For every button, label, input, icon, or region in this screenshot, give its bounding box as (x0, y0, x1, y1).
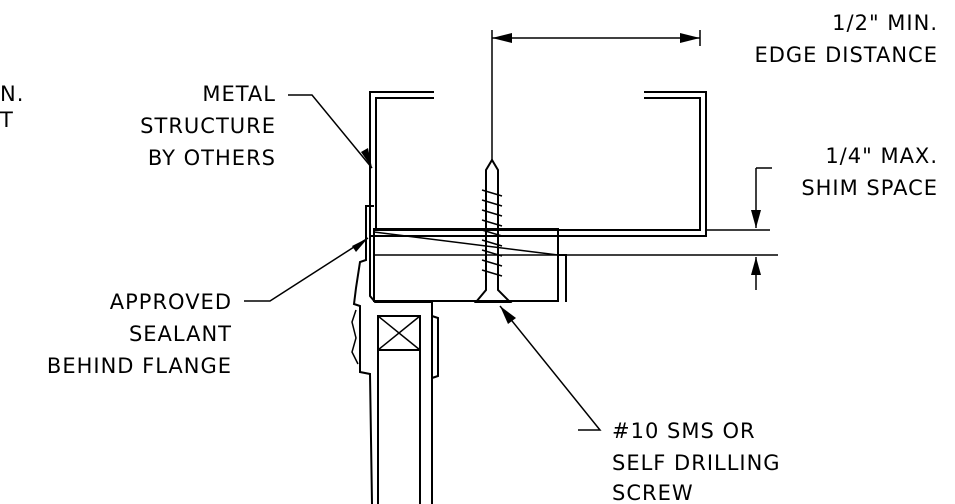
labels: N. T METAL STRUCTURE BY OTHERS 1/2" MIN.… (0, 11, 938, 504)
sealant-label-line-3: BEHIND FLANGE (47, 354, 232, 378)
left-label-line-2: T (0, 108, 14, 132)
sealant-label-line-1: APPROVED (110, 290, 232, 314)
shim-block (373, 228, 567, 302)
leaders (244, 94, 602, 431)
screw-label-line-3: SCREW (612, 481, 694, 504)
shim-space-dimension (566, 167, 778, 290)
edge-label-line-2: EDGE DISTANCE (754, 43, 938, 67)
screw-label-line-1: #10 SMS OR (612, 419, 756, 443)
frame-profile (351, 205, 439, 504)
metal-label-line-2: STRUCTURE (140, 114, 276, 138)
shim-label-line-2: SHIM SPACE (801, 176, 938, 200)
metal-label-line-3: BY OTHERS (148, 146, 276, 170)
screw (473, 158, 513, 303)
metal-structure (369, 91, 707, 237)
metal-label-line-1: METAL (202, 82, 276, 106)
left-label-line-1: N. (0, 82, 24, 106)
shim-label-line-1: 1/4" MAX. (825, 144, 938, 168)
screw-label-line-2: SELF DRILLING (612, 451, 781, 475)
sealant-label-line-2: SEALANT (129, 322, 232, 346)
edge-distance-dimension (491, 30, 701, 162)
edge-label-line-1: 1/2" MIN. (832, 11, 938, 35)
